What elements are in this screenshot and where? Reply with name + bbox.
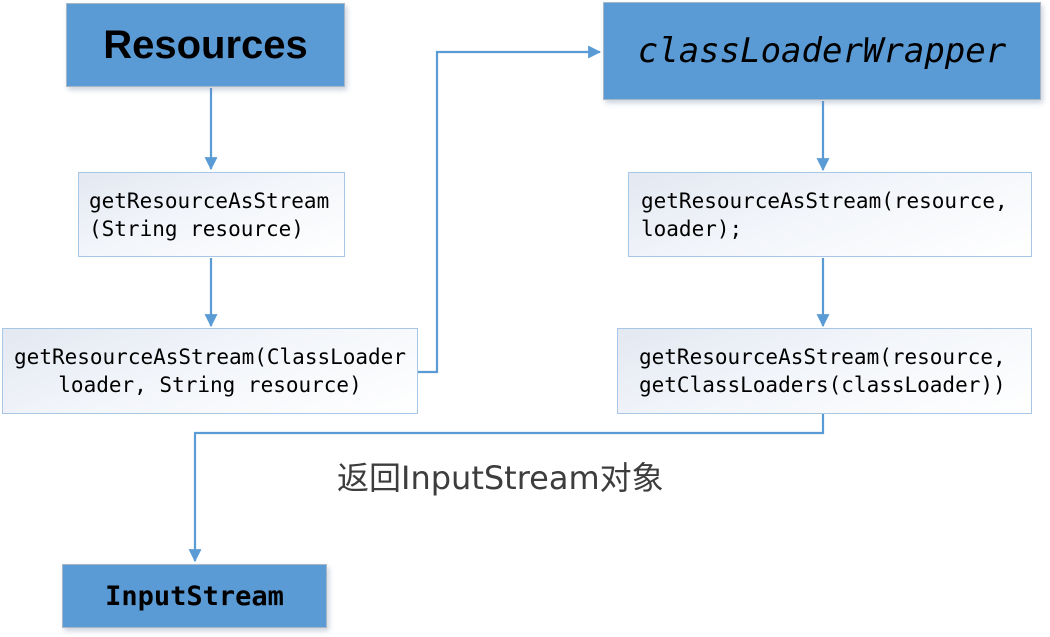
code-box-getresourceasstream-getclassloaders-label: getResourceAsStream(resource, getClassLo…	[639, 345, 1006, 397]
node-resources: Resources	[66, 3, 345, 87]
code-box-getresourceasstream-classloader-label: getResourceAsStream(ClassLoader loader, …	[14, 345, 406, 397]
node-resources-label: Resources	[103, 22, 308, 67]
node-inputstream-label: InputStream	[105, 580, 284, 612]
node-classloaderwrapper: classLoaderWrapper	[603, 2, 1041, 100]
code-box-getresourceasstream-classloader: getResourceAsStream(ClassLoader loader, …	[2, 328, 418, 414]
connector-getresource-classloader-to-classloaderwrapper	[418, 45, 602, 374]
code-box-getresourceasstream-string: getResourceAsStream (String resource)	[78, 172, 345, 257]
node-classloaderwrapper-label: classLoaderWrapper	[637, 31, 1007, 71]
node-inputstream: InputStream	[62, 564, 327, 628]
code-box-getresourceasstream-resource-loader: getResourceAsStream(resource, loader);	[628, 172, 1032, 257]
code-box-getresourceasstream-getclassloaders: getResourceAsStream(resource, getClassLo…	[617, 328, 1032, 414]
connector-getclassloaders-to-inputstream	[188, 414, 825, 563]
return-inputstream-annotation: 返回InputStream对象	[337, 459, 664, 497]
code-box-getresourceasstream-resource-loader-label: getResourceAsStream(resource, loader);	[641, 188, 1008, 241]
code-box-getresourceasstream-string-label: getResourceAsStream (String resource)	[89, 188, 330, 241]
